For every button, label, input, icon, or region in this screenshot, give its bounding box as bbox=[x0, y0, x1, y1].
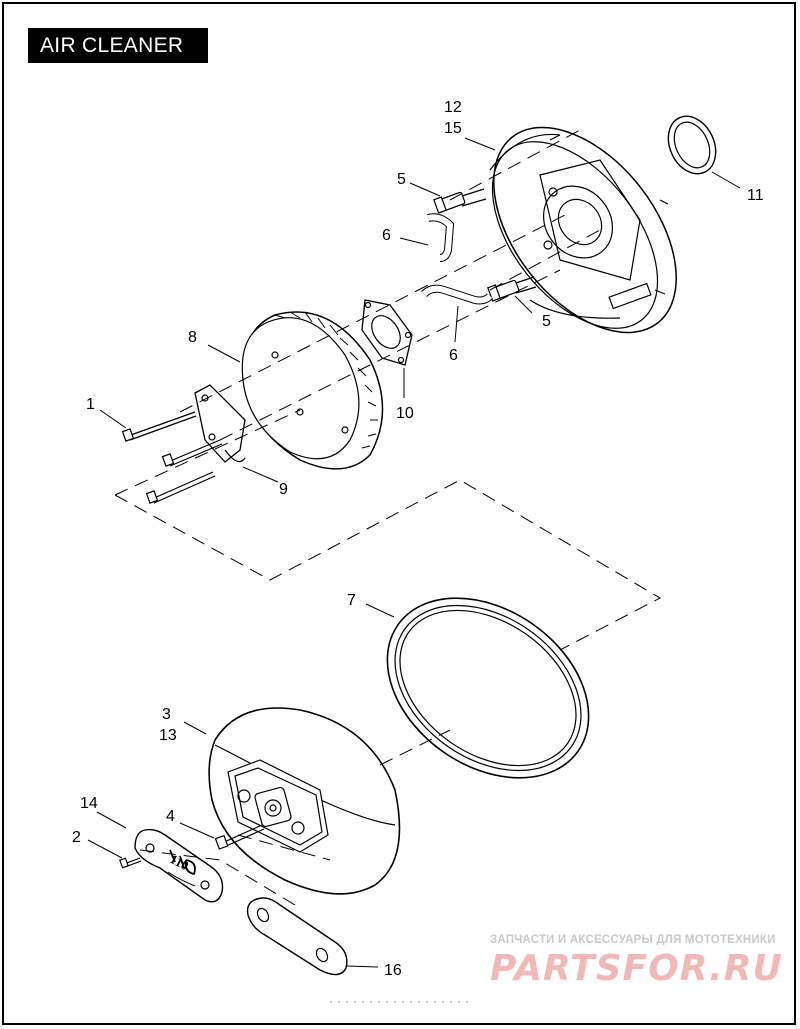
gasket-part bbox=[361, 299, 413, 366]
callout-2: 2 bbox=[72, 829, 81, 846]
cover-seal-part bbox=[386, 597, 590, 779]
watermark-tagline: ЗАПЧАСТИ И АКСЕССУАРЫ ДЛЯ МОТОТЕХНИКИ bbox=[490, 934, 776, 946]
callout-16: 16 bbox=[384, 962, 402, 979]
bolt-lower-part bbox=[487, 276, 537, 302]
callout-12: 12 bbox=[444, 99, 462, 116]
watermark-logo: PARTSFOR.RU bbox=[490, 948, 783, 989]
cover-screw-part bbox=[214, 824, 265, 850]
backplate-part bbox=[489, 126, 677, 334]
seal-ring-part bbox=[667, 115, 717, 175]
callout-5-upper: 5 bbox=[397, 171, 406, 188]
callout-10: 10 bbox=[396, 405, 414, 422]
callout-14: 14 bbox=[80, 795, 98, 812]
air-cleaner-cover-part bbox=[208, 707, 401, 895]
callout-4: 4 bbox=[166, 808, 175, 825]
bolt-upper-part bbox=[433, 188, 487, 214]
medallion-screw-part bbox=[119, 857, 142, 869]
bracket-part bbox=[194, 384, 246, 463]
trim-plate-part bbox=[246, 897, 348, 976]
callout-11: 11 bbox=[747, 187, 764, 204]
medallion-part bbox=[134, 828, 224, 903]
callout-labels: 12 15 5 11 6 5 8 6 10 1 9 7 3 13 14 4 2 … bbox=[72, 99, 764, 979]
breather-hose-upper-part bbox=[427, 213, 455, 262]
page-title: AIR CLEANER bbox=[28, 28, 208, 63]
callout-9: 9 bbox=[279, 481, 288, 498]
callout-15: 15 bbox=[444, 120, 462, 137]
callout-13: 13 bbox=[159, 727, 177, 744]
callout-3: 3 bbox=[162, 706, 171, 723]
long-screws-part bbox=[121, 411, 223, 504]
callout-7: 7 bbox=[347, 592, 356, 609]
filter-element-part bbox=[241, 311, 384, 470]
callout-6-upper: 6 bbox=[382, 227, 391, 244]
callout-8: 8 bbox=[188, 329, 197, 346]
breather-hose-lower-part bbox=[421, 284, 494, 305]
callout-6-lower: 6 bbox=[449, 347, 458, 364]
alignment-lines bbox=[114, 129, 662, 906]
leader-lines bbox=[87, 137, 741, 968]
callout-1: 1 bbox=[86, 396, 95, 413]
callout-5-lower: 5 bbox=[542, 313, 551, 330]
